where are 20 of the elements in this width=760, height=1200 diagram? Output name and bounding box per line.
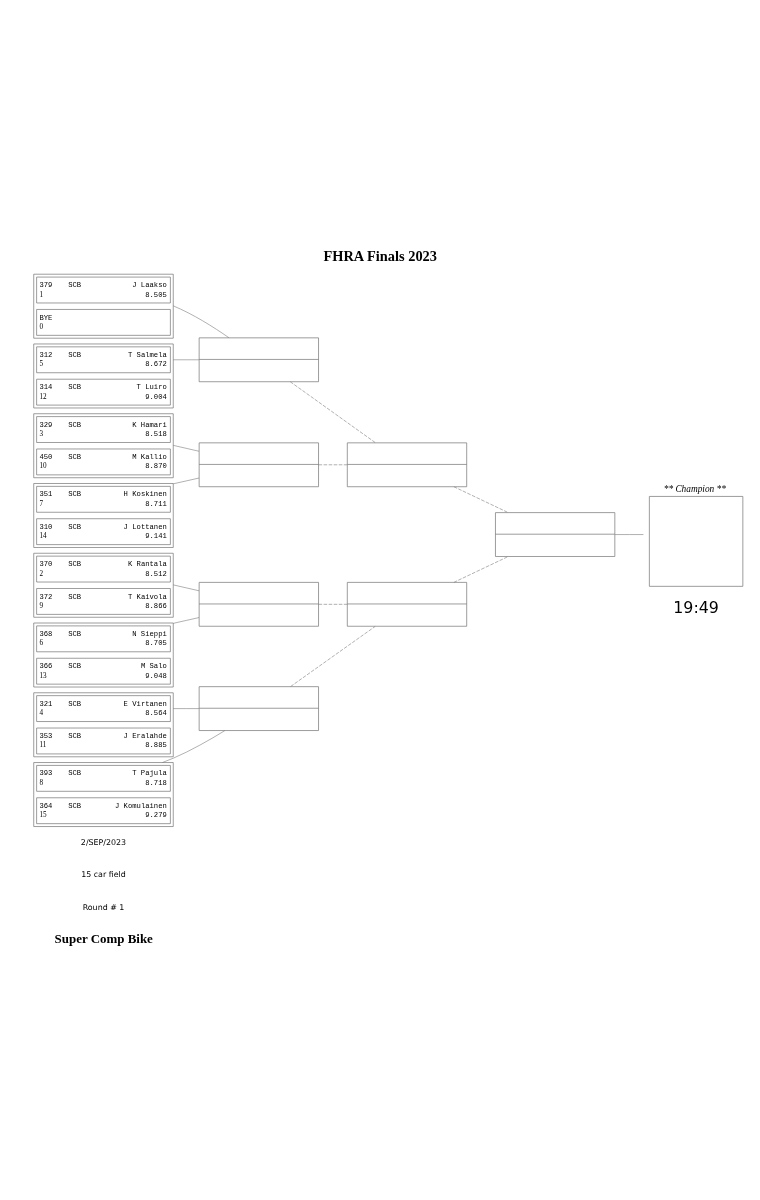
connector [453,556,509,583]
label: Super Comp Bike [54,930,153,946]
label: 19:49 [673,597,719,617]
connector [172,617,200,624]
connector [172,359,200,361]
connector [172,445,200,452]
diagram-title: FHRA Finals 2023 [323,247,437,264]
connector [172,305,230,339]
connector [172,477,200,485]
connector [290,626,376,687]
node-box [649,496,744,587]
connector [318,464,348,466]
connector [162,730,226,763]
node-label: ** Champion ** [663,483,726,494]
connector [318,604,348,605]
connector [290,381,376,444]
connector [614,534,644,535]
connector [453,486,509,513]
connector [172,584,200,592]
connector [172,708,200,709]
